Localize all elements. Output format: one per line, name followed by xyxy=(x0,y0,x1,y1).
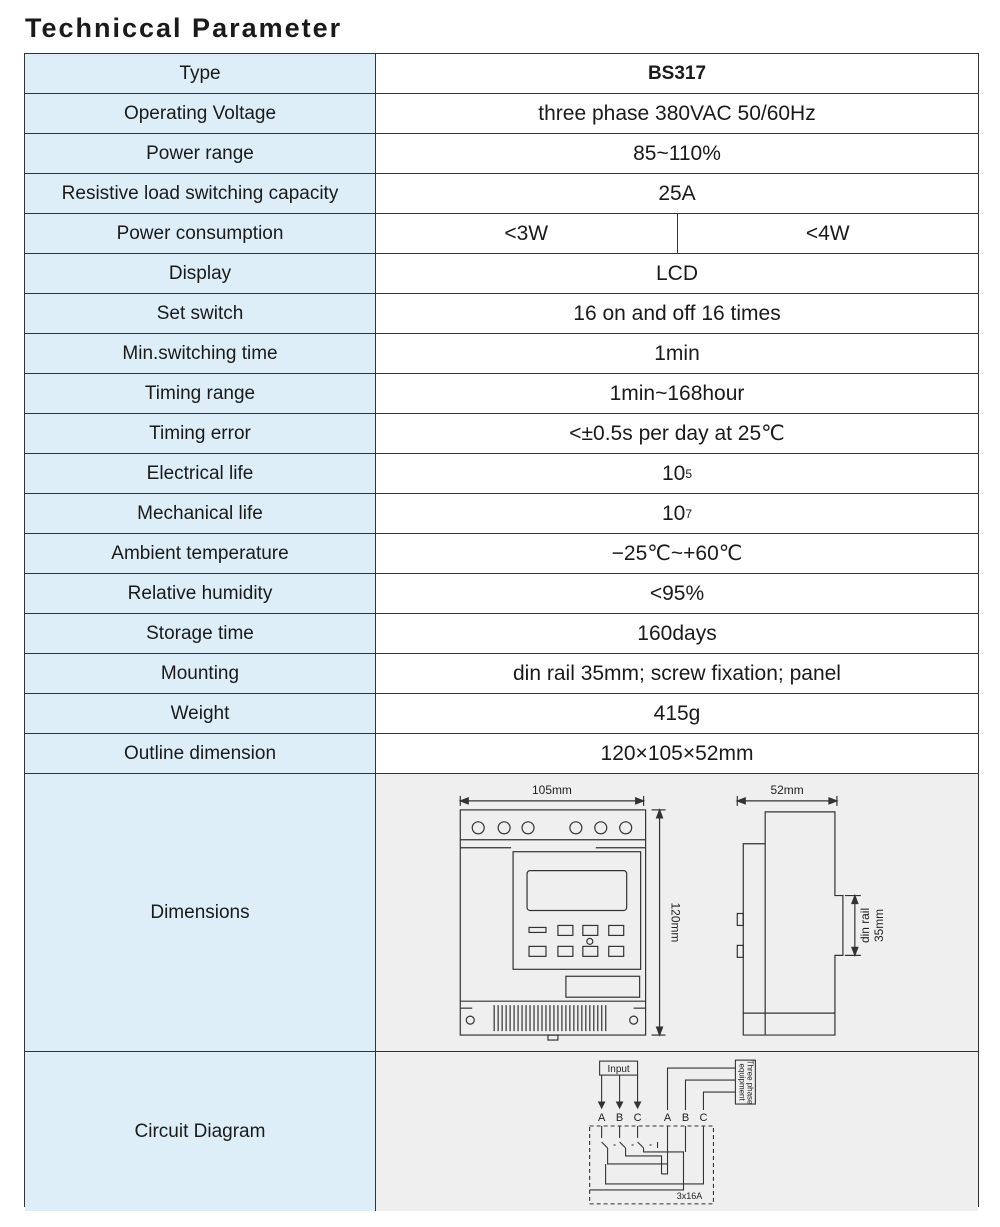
circuit-equipment-label-2: equipment xyxy=(737,1063,746,1101)
table-row: Timing error <±0.5s per day at 25℃ xyxy=(25,414,978,454)
row-label: Min.switching time xyxy=(25,334,376,373)
row-label: Outline dimension xyxy=(25,734,376,773)
page-title: Techniccal Parameter xyxy=(25,13,343,43)
table-row: Power consumption <3W <4W xyxy=(25,214,978,254)
table-row: Operating Voltage three phase 380VAC 50/… xyxy=(25,94,978,134)
power-consumption-b: <4W xyxy=(676,214,979,253)
row-label: Display xyxy=(25,254,376,293)
circuit-in-c: C xyxy=(634,1112,642,1124)
row-value: 1min xyxy=(654,341,700,365)
dim-rail-label-2: 35mm xyxy=(872,909,886,942)
row-label: Dimensions xyxy=(25,774,376,1051)
row-label: Circuit Diagram xyxy=(25,1052,376,1211)
row-label: Set switch xyxy=(25,294,376,333)
circuit-out-b: B xyxy=(682,1112,689,1124)
table-row: Storage time 160days xyxy=(25,614,978,654)
row-value: 120×105×52mm xyxy=(600,741,754,765)
circuit-in-a: A xyxy=(598,1112,606,1124)
row-label: Power range xyxy=(25,134,376,173)
electrical-life-base: 10 xyxy=(661,461,686,485)
table-row: Relative humidity <95% xyxy=(25,574,978,614)
table-row: Power range 85~110% xyxy=(25,134,978,174)
mechanical-life-exponent: 7 xyxy=(685,506,693,521)
row-value: 415g xyxy=(653,701,701,725)
row-label: Weight xyxy=(25,694,376,733)
row-value: 16 on and off 16 times xyxy=(573,301,781,325)
dim-depth-label: 52mm xyxy=(771,783,804,797)
row-label: Timing error xyxy=(25,414,376,453)
row-label: Resistive load switching capacity xyxy=(25,174,376,213)
row-value: BS317 xyxy=(647,62,707,84)
table-row: Mounting din rail 35mm; screw fixation; … xyxy=(25,654,978,694)
mechanical-life-base: 10 xyxy=(661,501,686,525)
power-consumption-a: <3W xyxy=(504,221,549,245)
row-label: Type xyxy=(25,54,376,93)
row-label: Relative humidity xyxy=(25,574,376,613)
dimensions-drawing: 105mm 52mm 120mm din rail 35mm xyxy=(376,774,978,1051)
circuit-input-label: Input xyxy=(608,1064,630,1075)
circuit-in-b: B xyxy=(616,1112,623,1124)
table-row: Circuit Diagram xyxy=(25,1052,978,1211)
row-value-split: <3W <4W xyxy=(376,214,978,253)
dim-width-label: 105mm xyxy=(532,783,572,797)
table-row: Timing range 1min~168hour xyxy=(25,374,978,414)
row-label: Power consumption xyxy=(25,214,376,253)
row-label: Mechanical life xyxy=(25,494,376,533)
row-value: −25℃~+60℃ xyxy=(611,542,743,565)
row-label: Ambient temperature xyxy=(25,534,376,573)
table-row: Outline dimension 120×105×52mm xyxy=(25,734,978,774)
row-value: 1min~168hour xyxy=(609,381,745,405)
circuit-equipment-label-1: Three phase xyxy=(745,1060,754,1105)
circuit-out-c: C xyxy=(699,1112,707,1124)
table-row: Weight 415g xyxy=(25,694,978,734)
row-value: din rail 35mm; screw fixation; panel xyxy=(513,661,841,685)
table-row: Min.switching time 1min xyxy=(25,334,978,374)
table-row: Type BS317 xyxy=(25,54,978,94)
parameter-table: Type BS317 Operating Voltage three phase… xyxy=(24,53,979,1211)
row-label: Mounting xyxy=(25,654,376,693)
table-row: Resistive load switching capacity 25A xyxy=(25,174,978,214)
table-row: Dimensions xyxy=(25,774,978,1052)
row-value: 85~110% xyxy=(633,141,721,165)
row-value: LCD xyxy=(655,261,698,285)
circuit-svg: Input Three phase equipment A B C A B C … xyxy=(589,1059,756,1205)
electrical-life-exponent: 5 xyxy=(685,466,693,481)
row-value: <95% xyxy=(649,581,705,605)
circuit-rating: 3x16A xyxy=(677,1191,702,1201)
row-value: <±0.5s per day at 25℃ xyxy=(569,422,785,445)
circuit-out-a: A xyxy=(664,1112,672,1124)
row-label: Electrical life xyxy=(25,454,376,493)
row-label: Operating Voltage xyxy=(25,94,376,133)
row-value: three phase 380VAC 50/60Hz xyxy=(538,101,816,125)
dim-height-label: 120mm xyxy=(669,903,683,943)
table-row: Display LCD xyxy=(25,254,978,294)
dimensions-svg: 105mm 52mm 120mm din rail 35mm xyxy=(458,783,886,1041)
row-label: Timing range xyxy=(25,374,376,413)
row-value: 160days xyxy=(637,621,717,645)
table-row: Ambient temperature −25℃~+60℃ xyxy=(25,534,978,574)
row-label: Storage time xyxy=(25,614,376,653)
row-value: 25A xyxy=(658,181,696,205)
table-row: Set switch 16 on and off 16 times xyxy=(25,294,978,334)
dim-rail-label-1: din rail xyxy=(858,908,872,943)
circuit-diagram: Input Three phase equipment A B C A B C … xyxy=(376,1052,978,1211)
